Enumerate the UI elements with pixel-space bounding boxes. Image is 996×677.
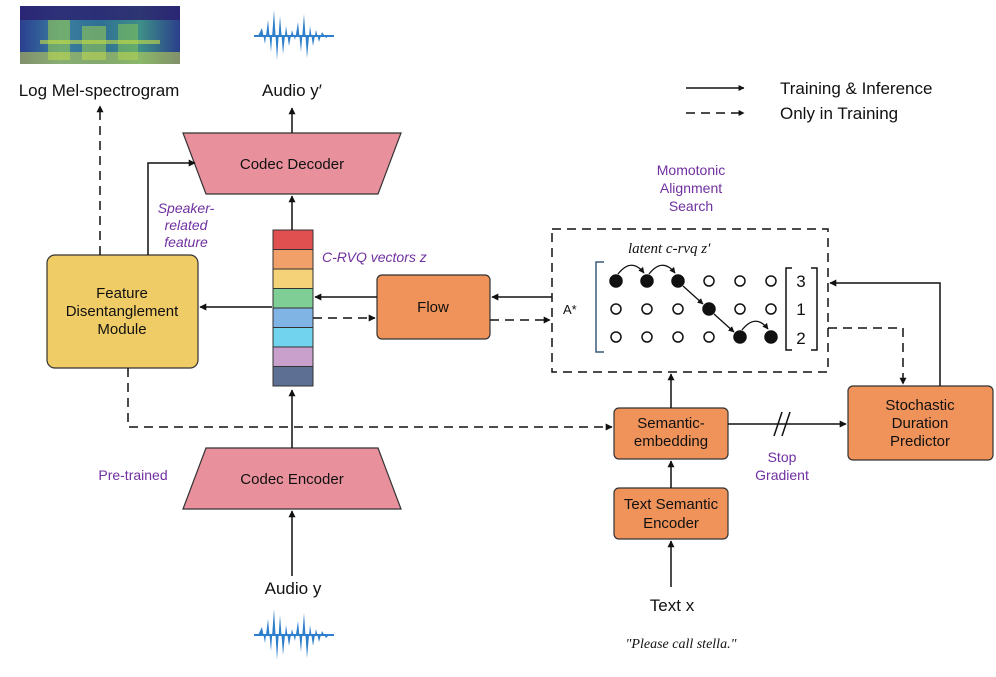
- stop-gradient-line-1: Stop: [768, 449, 797, 465]
- speaker-feature-line-2: related: [165, 217, 209, 233]
- mas-title-line-2: Alignment: [660, 180, 722, 196]
- duration-predictor-box: [847, 385, 994, 461]
- flow-box: [376, 274, 491, 340]
- legend-dashed-label: Only in Training: [780, 104, 898, 123]
- waveform-output-icon: [254, 10, 334, 60]
- crvq-vector-stack: [272, 229, 314, 387]
- arrow-duration-to-mas: [829, 279, 941, 386]
- alignment-dot-empty: [610, 331, 622, 343]
- duration-right-bracket: [811, 267, 818, 351]
- legend-solid-label: Training & Inference: [780, 79, 932, 98]
- feature-module-line-3: Module: [97, 321, 146, 338]
- codec-decoder-box: [182, 132, 402, 195]
- alignment-dot-filled: [764, 330, 778, 344]
- alignment-dot-empty: [734, 275, 746, 287]
- codec-decoder-label: Codec Decoder: [240, 156, 344, 173]
- duration-predictor-line-1: Stochastic: [885, 397, 955, 414]
- mas-dashed-box: [551, 228, 829, 373]
- spectrogram-image: [20, 6, 180, 64]
- duration-value-1: 3: [796, 272, 805, 291]
- arrow-feature-to-decoder: [147, 159, 196, 255]
- alignment-path-arc: [617, 264, 645, 275]
- speaker-feature-line-1: Speaker-: [158, 200, 215, 216]
- stop-gradient-line-2: Gradient: [755, 467, 809, 483]
- log-mel-label: Log Mel-spectrogram: [19, 81, 180, 100]
- feature-module-line-2: Disentanglement: [66, 303, 179, 320]
- alignment-dot-empty: [703, 275, 715, 287]
- alignment-dot-empty: [641, 331, 653, 343]
- vector-cell-4: [272, 288, 314, 309]
- duration-predictor-line-3: Predictor: [890, 433, 950, 450]
- crvq-vectors-label: C-RVQ vectors z: [322, 249, 427, 265]
- alignment-dot-filled: [609, 274, 623, 288]
- alignment-grid: [609, 264, 778, 344]
- duration-left-bracket: [785, 267, 792, 351]
- vector-cell-5: [272, 307, 314, 328]
- semantic-embedding-line-1: Semantic-: [637, 415, 705, 432]
- alignment-path-arc: [741, 320, 769, 331]
- vector-cell-3: [272, 268, 314, 289]
- alignment-dot-empty: [672, 303, 684, 315]
- alignment-dot-empty: [610, 303, 622, 315]
- alignment-dot-empty: [765, 303, 777, 315]
- connectors: [96, 105, 941, 587]
- feature-module-line-1: Feature: [96, 285, 148, 302]
- a-star-label: A*: [563, 302, 577, 317]
- alignment-path-diagonal: [713, 313, 735, 333]
- alignment-dot-filled: [640, 274, 654, 288]
- vector-cell-6: [272, 327, 314, 348]
- text-input-label: Text x: [650, 596, 695, 615]
- alignment-path-diagonal: [682, 285, 704, 305]
- legend: Training & Inference Only in Training: [686, 79, 932, 123]
- matrix-left-bracket: [595, 261, 604, 353]
- codec-encoder-box: [182, 447, 402, 510]
- alignment-dot-empty: [765, 275, 777, 287]
- duration-predictor-line-2: Duration: [892, 415, 949, 432]
- audio-output-label: Audio y′: [262, 81, 322, 100]
- arrow-feature-to-semantic: [127, 368, 613, 431]
- mas-title-line-3: Search: [669, 198, 713, 214]
- feature-disentanglement-box: [46, 254, 199, 369]
- codec-encoder-label: Codec Encoder: [240, 471, 343, 488]
- mas-title-line-1: Momotonic: [657, 162, 725, 178]
- pretrained-label: Pre-trained: [98, 467, 167, 483]
- stop-gradient-slash-2: [781, 411, 791, 437]
- alignment-dot-empty: [734, 303, 746, 315]
- sample-text-label: "Please call stella.": [626, 637, 737, 652]
- audio-input-label: Audio y: [265, 579, 322, 598]
- alignment-dot-filled: [733, 330, 747, 344]
- stop-gradient-slash-1: [773, 411, 783, 437]
- duration-value-2: 1: [796, 300, 805, 319]
- alignment-dot-empty: [672, 331, 684, 343]
- vector-cell-2: [272, 249, 314, 270]
- text-encoder-line-1: Text Semantic: [624, 496, 719, 513]
- alignment-path-arc: [648, 264, 676, 275]
- alignment-dot-filled: [671, 274, 685, 288]
- semantic-embedding-line-2: embedding: [634, 433, 708, 450]
- vector-cell-7: [272, 346, 314, 367]
- alignment-dot-filled: [702, 302, 716, 316]
- duration-value-3: 2: [796, 329, 805, 348]
- latent-z-label: latent c-rvq z′: [628, 241, 711, 257]
- vector-cell-1: [272, 229, 314, 250]
- waveform-input-icon: [254, 609, 334, 660]
- text-encoder-line-2: Encoder: [643, 515, 699, 532]
- arrow-mas-to-duration: [828, 327, 907, 385]
- alignment-dot-empty: [703, 331, 715, 343]
- speaker-feature-line-3: feature: [164, 234, 208, 250]
- flow-label: Flow: [417, 299, 449, 316]
- vector-cell-8: [272, 366, 314, 387]
- alignment-dot-empty: [641, 303, 653, 315]
